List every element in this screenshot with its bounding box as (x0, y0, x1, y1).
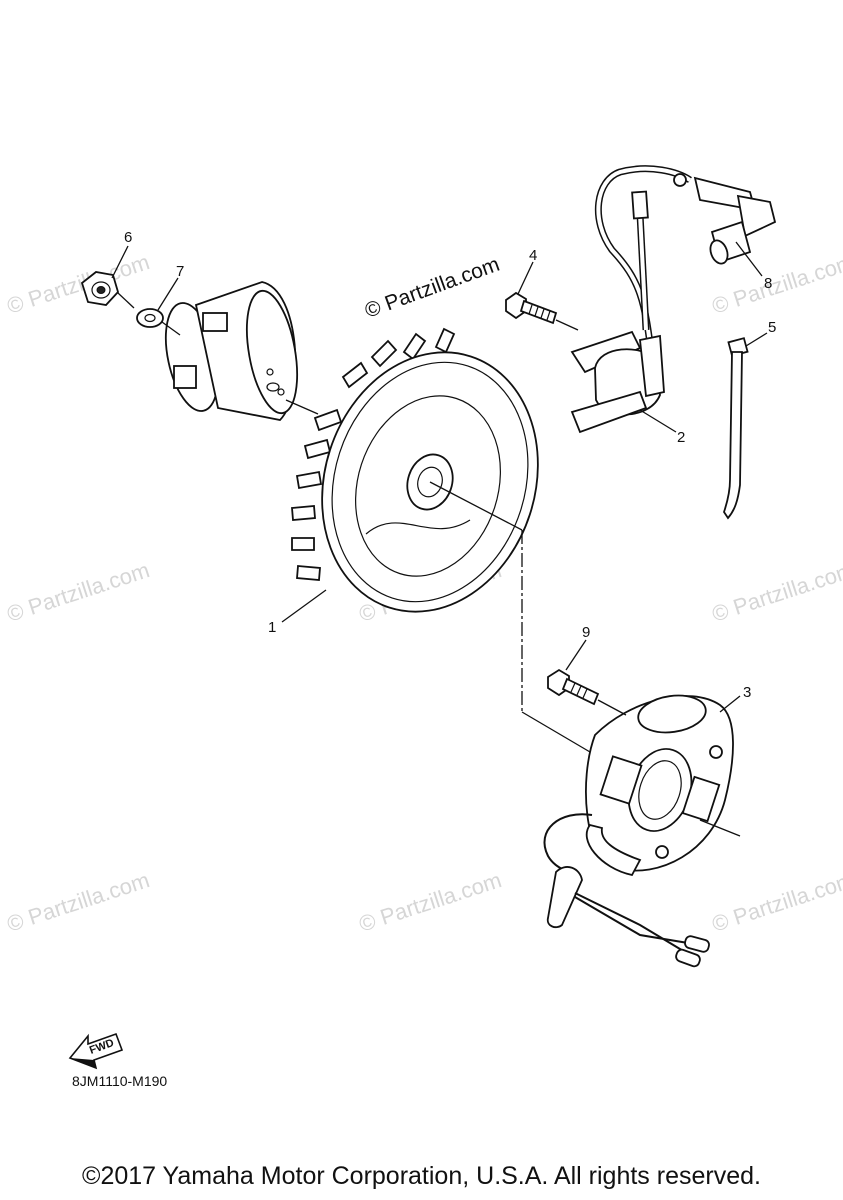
fwd-arrow-icon: FWD (68, 1032, 124, 1070)
part-3-stator (543, 694, 734, 968)
part-5-cable-tie (723, 337, 749, 520)
callout-6: 6 (124, 229, 132, 246)
watermark-text: © Partzilla.com (709, 557, 843, 627)
callout-7: 7 (176, 263, 184, 280)
part-2-ignition-coil (570, 165, 692, 434)
leader-lines (111, 241, 768, 837)
watermark-text: © Partzilla.com (356, 867, 505, 937)
callouts: 1 2 3 4 5 6 7 8 9 (124, 229, 776, 701)
watermark-text: © Partzilla.com (4, 867, 153, 937)
watermark-text: © Partzilla.com (709, 867, 843, 937)
watermark-text: © Partzilla.com (4, 557, 153, 627)
brand-watermark: © Partzilla.com (362, 253, 503, 323)
diagram-code: 8JM1110-M190 (72, 1073, 168, 1089)
part-4-bolt (505, 291, 558, 325)
part-9-bolt (547, 668, 600, 706)
part-7-washer (136, 308, 164, 328)
callout-8: 8 (764, 275, 772, 292)
watermark-text: © Partzilla.com (4, 249, 153, 319)
copyright-notice: ©2017 Yamaha Motor Corporation, U.S.A. A… (82, 1162, 761, 1190)
callout-1: 1 (268, 619, 276, 636)
part-6-nut (80, 271, 120, 306)
part-8-plug-cap (673, 173, 777, 265)
callout-3: 3 (743, 684, 751, 701)
callout-2: 2 (677, 429, 685, 446)
callout-5: 5 (768, 319, 776, 336)
callout-4: 4 (529, 247, 537, 264)
callout-9: 9 (582, 624, 590, 641)
rotor-hub (164, 281, 298, 421)
